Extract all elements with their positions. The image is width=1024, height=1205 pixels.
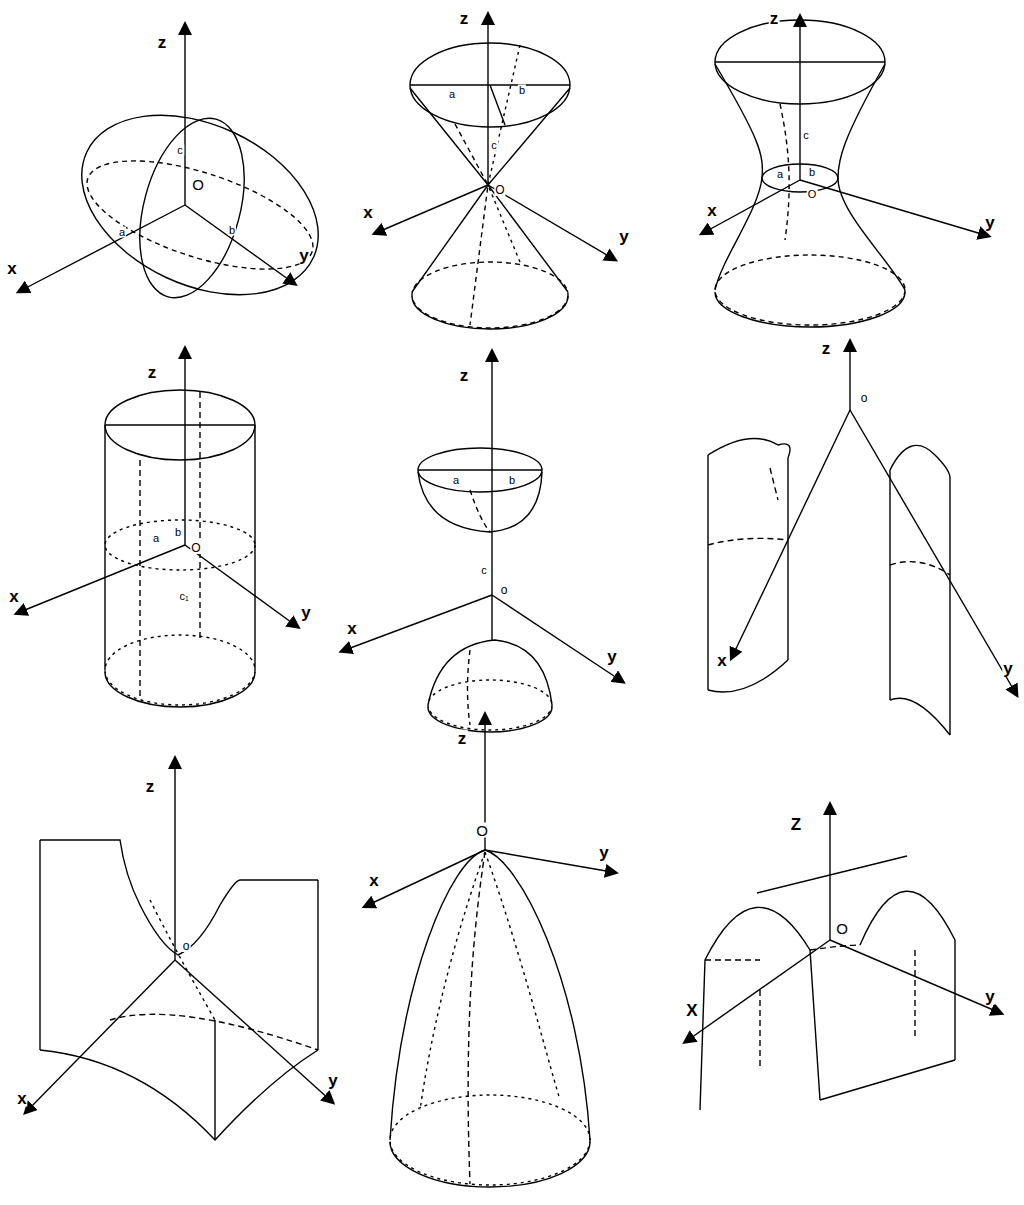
dimension-label: o [500, 584, 509, 596]
axis-label: x [346, 620, 357, 637]
dimension-label: O [475, 823, 489, 838]
dimension-label: b [174, 527, 182, 538]
dimension-label: c [802, 130, 810, 141]
axis-label: z [157, 34, 168, 51]
hyperbolic-paraboloid [28, 762, 330, 1140]
dimension-label: b [808, 167, 816, 178]
axis-label: y [300, 604, 311, 621]
dimension-label: O [807, 189, 818, 200]
dimension-label: O [835, 921, 849, 936]
dimension-label: o [182, 940, 191, 952]
dimension-label: a [452, 475, 460, 486]
dimension-label: c₁ [178, 591, 189, 602]
ellipsoid [22, 28, 347, 330]
dimension-label: O [190, 542, 201, 554]
dimension-label: o [860, 392, 869, 404]
axis-label: x [706, 202, 717, 219]
axis-label: x [362, 204, 373, 221]
axis-label: y [618, 228, 629, 245]
dimension-label: a [118, 227, 126, 238]
elliptic-paraboloid [368, 718, 612, 1187]
axis-label: X [685, 1002, 698, 1019]
axis-label: y [606, 648, 617, 665]
dimension-label: c [176, 145, 184, 156]
axis-label: z [457, 730, 468, 747]
axis-label: x [16, 1090, 27, 1107]
parabolic-cylinder [688, 808, 998, 1110]
axis-label: z [145, 778, 156, 795]
dimension-label: a [448, 89, 456, 100]
axis-label: y [298, 247, 309, 264]
dimension-label: b [518, 85, 526, 96]
axis-label: y [984, 988, 995, 1005]
dimension-label: a [152, 533, 160, 544]
axis-label: z [459, 10, 470, 27]
dimension-label: O [494, 184, 505, 196]
dimension-label: b [508, 475, 516, 486]
axis-label: x [8, 588, 19, 605]
elliptic-cylinder [20, 352, 295, 707]
axis-label: y [598, 844, 609, 861]
axis-label: z [821, 340, 832, 357]
dimension-label: c [490, 140, 498, 151]
axis-label: x [716, 652, 727, 669]
dimension-label: O [191, 177, 205, 192]
hyperbolic-cylinder [708, 345, 1015, 735]
dimension-label: b [228, 225, 236, 236]
hyperboloid-one-sheet [705, 20, 985, 327]
axis-label: z [147, 364, 158, 381]
dimension-label: c [480, 565, 488, 576]
hyperboloid-two-sheets [345, 355, 620, 732]
dimension-label: a [776, 169, 784, 180]
axis-label: y [327, 1072, 338, 1089]
axis-label: x [6, 260, 17, 277]
axis-label: Z [790, 816, 802, 833]
axis-label: y [984, 214, 995, 231]
axis-label: z [459, 367, 470, 384]
axis-label: y [1002, 660, 1013, 677]
axis-label: z [769, 10, 780, 27]
axis-label: x [368, 872, 379, 889]
elliptic-cone [378, 18, 612, 329]
